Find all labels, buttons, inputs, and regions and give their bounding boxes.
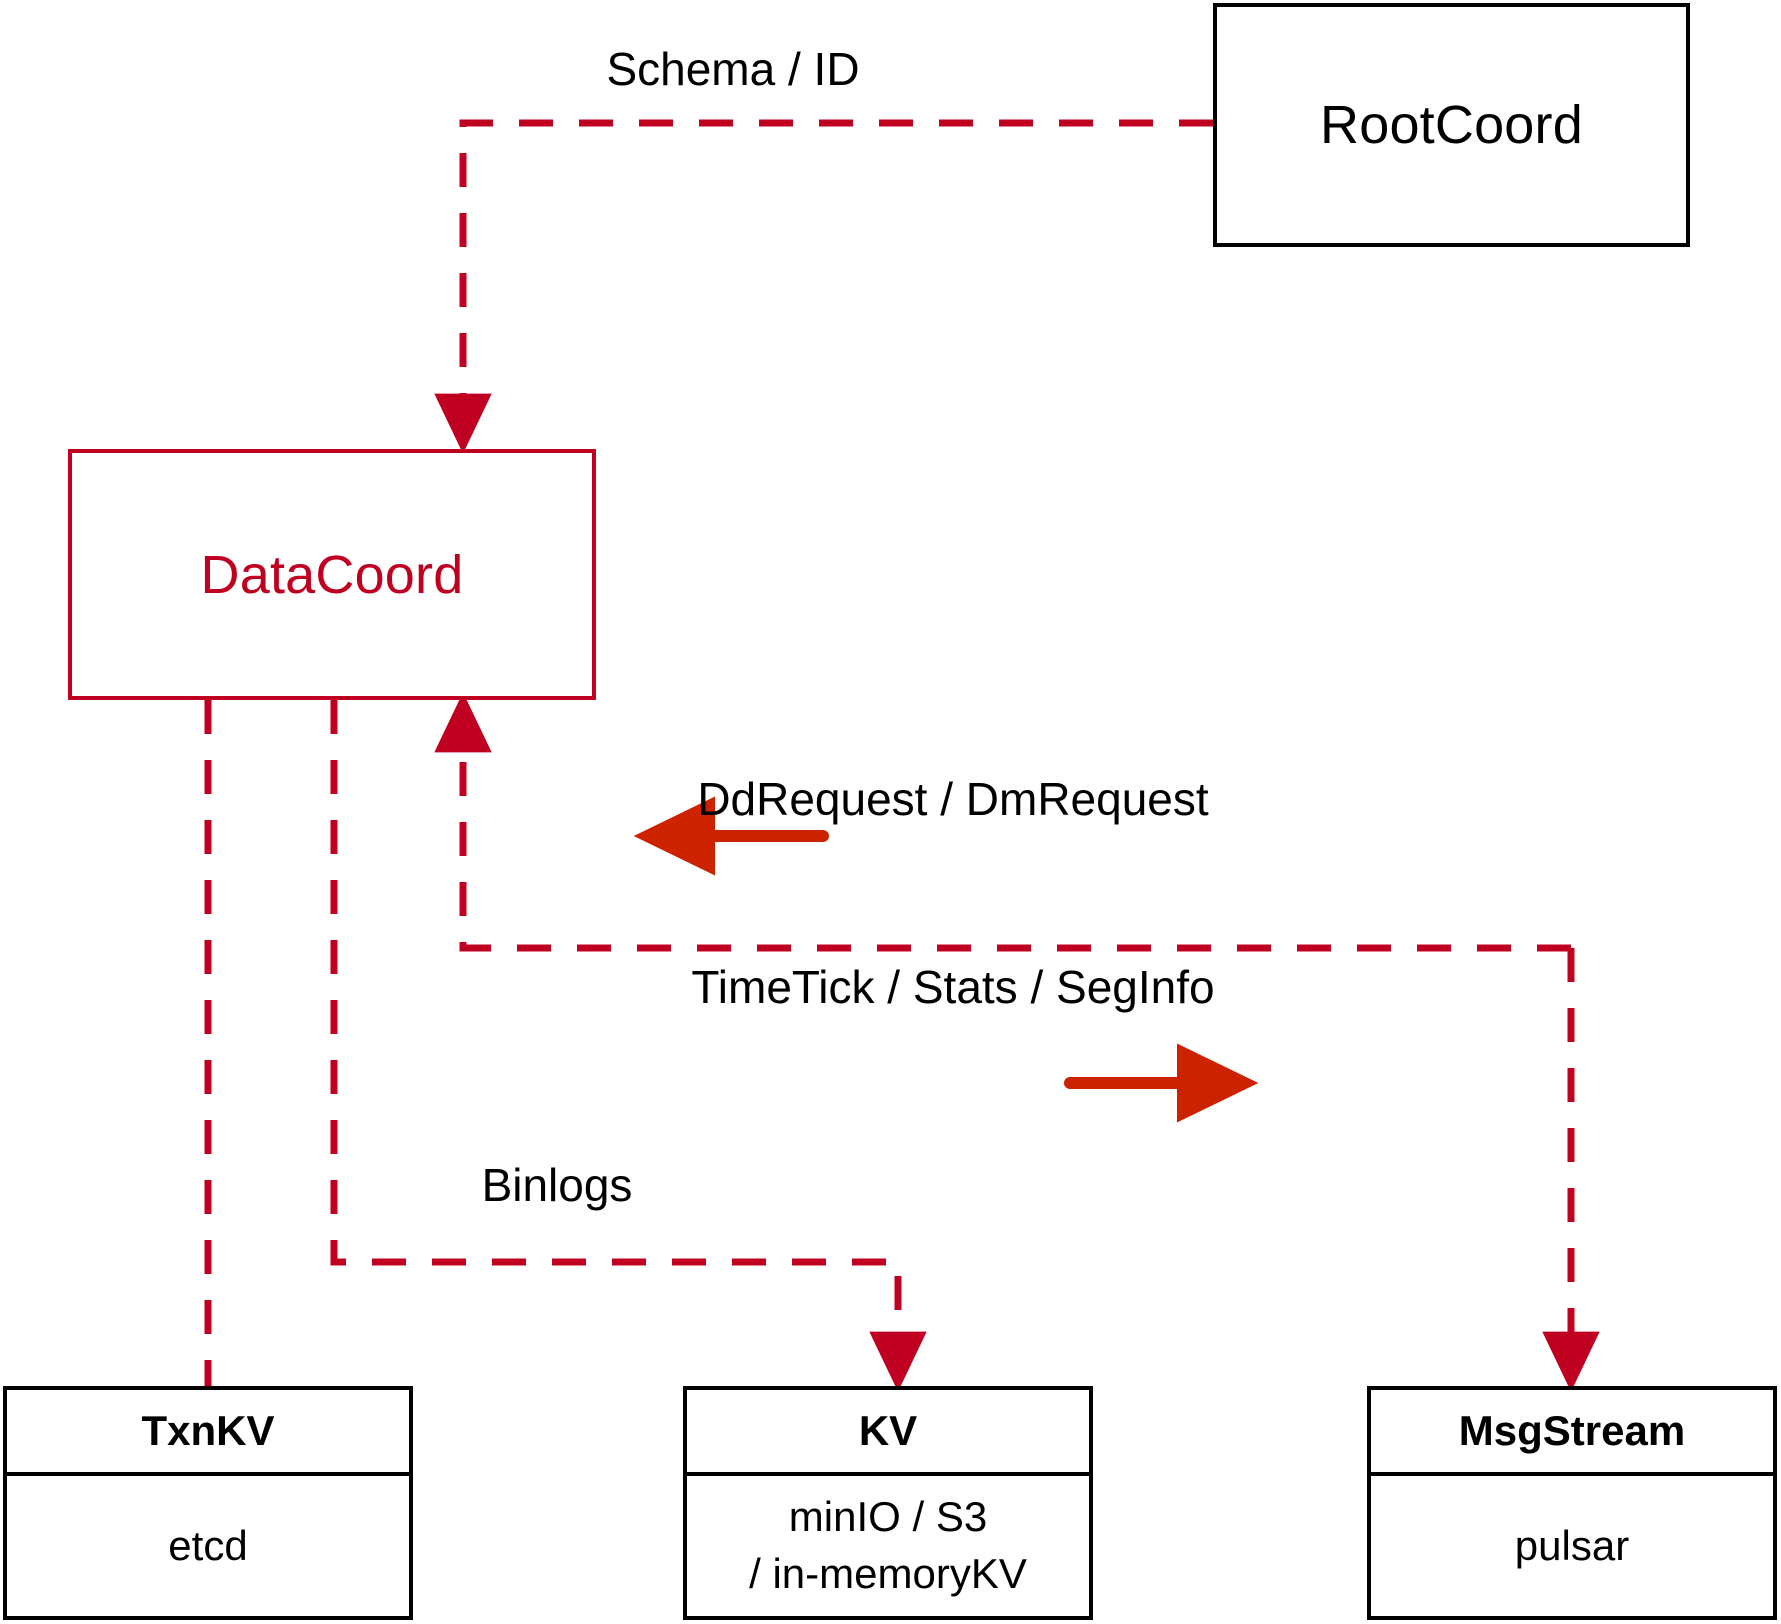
node-msgstream-impl-0: pulsar <box>1514 1521 1630 1569</box>
node-msgstream-body: pulsar <box>1371 1476 1773 1616</box>
node-datacoord[interactable]: DataCoord <box>68 449 596 700</box>
edge-ddrequest <box>434 692 1571 952</box>
node-txnkv[interactable]: TxnKV etcd <box>3 1386 413 1620</box>
edge-label-schema-id: Schema / ID <box>606 43 860 95</box>
edge-label-timetick: TimeTick / Stats / SegInfo <box>691 961 1215 1013</box>
node-kv-title: KV <box>687 1390 1089 1476</box>
edge-label-binlogs: Binlogs <box>481 1159 633 1211</box>
edge-label-ddrequest: DdRequest / DmRequest <box>697 773 1209 825</box>
node-rootcoord-label: RootCoord <box>1320 95 1583 155</box>
node-kv-impl-1: / in-memoryKV <box>749 1550 1027 1597</box>
node-msgstream-title: MsgStream <box>1371 1390 1773 1476</box>
edge-schema-id <box>434 119 1213 454</box>
node-kv-body: minIO / S3 / in-memoryKV <box>687 1476 1089 1616</box>
node-txnkv-impl-0: etcd <box>168 1521 248 1569</box>
node-kv-impl-0: minIO / S3 <box>788 1493 988 1541</box>
node-kv[interactable]: KV minIO / S3 / in-memoryKV <box>683 1386 1093 1620</box>
node-msgstream[interactable]: MsgStream pulsar <box>1367 1386 1777 1620</box>
node-rootcoord[interactable]: RootCoord <box>1213 3 1690 247</box>
node-txnkv-body: etcd <box>7 1476 409 1616</box>
node-datacoord-label: DataCoord <box>200 544 464 605</box>
node-txnkv-title: TxnKV <box>7 1390 409 1476</box>
edge-binlogs <box>330 700 927 1392</box>
